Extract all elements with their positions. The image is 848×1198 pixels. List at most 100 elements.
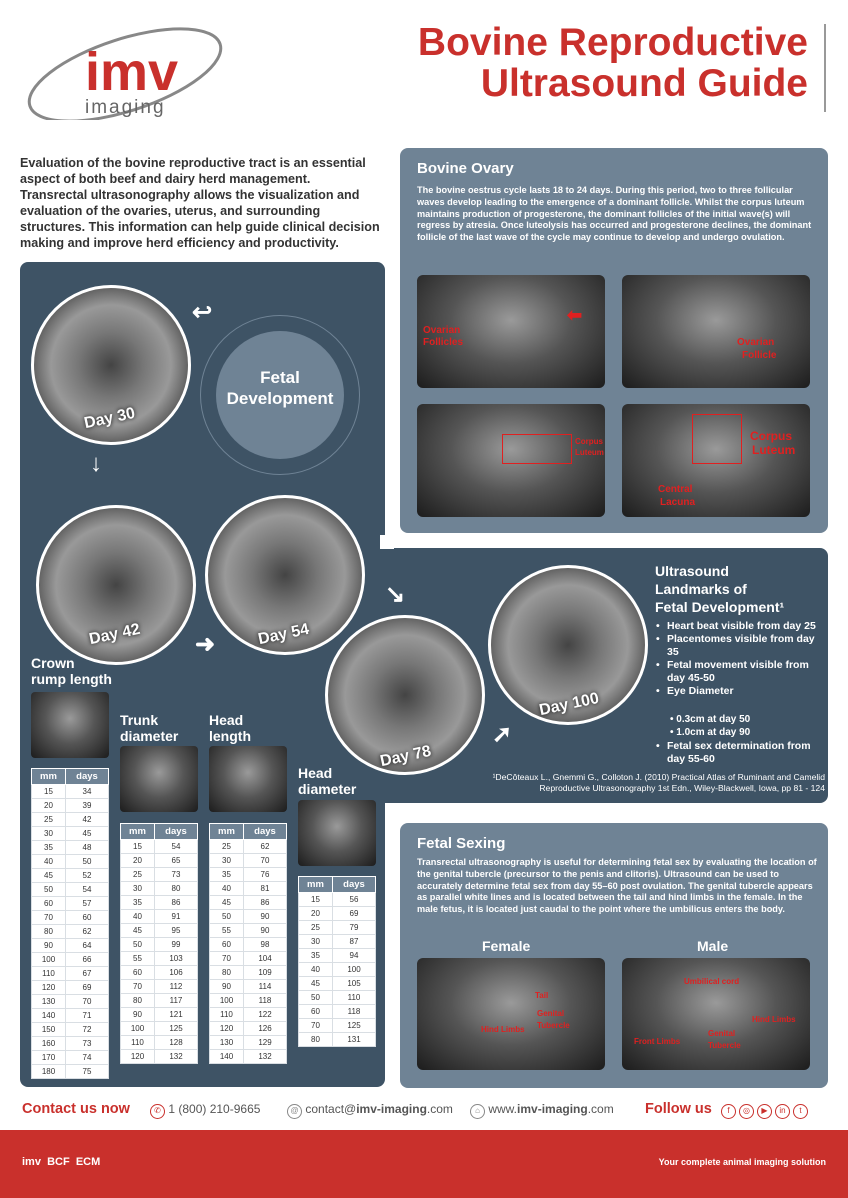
landmarks-title: Ultrasound Landmarks of Fetal Developmen…	[655, 563, 785, 615]
table-cell: 50	[64, 854, 110, 869]
fetal-development-label: Fetal Development	[216, 331, 344, 459]
table-cell: 69	[331, 906, 377, 921]
ovary-image-1: Ovarian Follicles ⬅	[417, 275, 605, 388]
headlen-title: Head length	[209, 712, 251, 744]
table-cell: 54	[153, 839, 199, 854]
table-cell: 110	[331, 990, 377, 1005]
instagram-icon[interactable]: ◎	[739, 1104, 754, 1119]
email-link[interactable]: @ contact@imv-imaging.com	[287, 1102, 453, 1119]
facebook-icon[interactable]: f	[721, 1104, 736, 1119]
table-cell: 60	[31, 896, 66, 911]
table-cell: 15	[120, 839, 155, 854]
table-cell: 125	[331, 1018, 377, 1033]
crown-title: Crown rump length	[31, 655, 112, 687]
table-cell: 73	[64, 1036, 110, 1051]
day78-scan: Day 78	[325, 615, 485, 775]
table-cell: 100	[209, 993, 244, 1008]
table-cell: 121	[153, 1007, 199, 1022]
table-cell: 105	[331, 976, 377, 991]
table-cell: 62	[64, 924, 110, 939]
table-cell: 25	[31, 812, 66, 827]
table-cell: 62	[242, 839, 288, 854]
red-arrow-icon: ⬅	[567, 305, 583, 325]
linkedin-icon[interactable]: in	[775, 1104, 790, 1119]
table-cell: 86	[153, 895, 199, 910]
table-cell: 106	[153, 965, 199, 980]
table-cell: 20	[120, 853, 155, 868]
table-cell: 130	[31, 994, 66, 1009]
table-cell: 40	[209, 881, 244, 896]
table-cell: 132	[153, 1049, 199, 1064]
table-cell: 76	[242, 867, 288, 882]
sexing-text: Transrectal ultrasonography is useful fo…	[417, 857, 817, 915]
follow-us-label: Follow us	[645, 1101, 712, 1117]
table-cell: 70	[120, 979, 155, 994]
table-cell: 70	[242, 853, 288, 868]
crown-image	[31, 692, 109, 758]
table-cell: 45	[209, 895, 244, 910]
table-cell: 87	[331, 934, 377, 949]
table-cell: 90	[31, 938, 66, 953]
table-cell: 86	[242, 895, 288, 910]
website-link[interactable]: ⌂ www.imv-imaging.com	[470, 1102, 614, 1119]
table-cell: 35	[120, 895, 155, 910]
table-cell: 100	[31, 952, 66, 967]
table-cell: 70	[31, 910, 66, 925]
table-cell: 80	[153, 881, 199, 896]
table-cell: 15	[31, 784, 66, 799]
ovary-image-4: Corpus Luteum Central Lacuna	[622, 404, 810, 517]
table-cell: 45	[120, 923, 155, 938]
table-header-cell: mm	[298, 876, 333, 893]
table-cell: 69	[64, 980, 110, 995]
arrow-down-right-icon: ↘	[385, 581, 406, 608]
table-cell: 40	[298, 962, 333, 977]
reference: ¹DeCôteaux L., Gnemmi G., Colloton J. (2…	[492, 772, 825, 793]
logo-text: imv	[85, 42, 178, 102]
table-cell: 55	[120, 951, 155, 966]
ovary-text: The bovine oestrus cycle lasts 18 to 24 …	[417, 185, 812, 243]
sexing-panel: Fetal Sexing Transrectal ultrasonography…	[400, 823, 828, 1088]
table-cell: 94	[331, 948, 377, 963]
table-cell: 25	[298, 920, 333, 935]
phone-link[interactable]: ✆ 1 (800) 210-9665	[150, 1102, 260, 1119]
table-cell: 30	[31, 826, 66, 841]
twitter-icon[interactable]: t	[793, 1104, 808, 1119]
table-header-cell: mm	[209, 823, 244, 840]
male-label: Male	[697, 938, 729, 954]
day54-scan: Day 54	[205, 495, 365, 655]
table-cell: 30	[120, 881, 155, 896]
table-cell: 128	[153, 1035, 199, 1050]
footer-tagline: Your complete animal imaging solution	[658, 1157, 826, 1167]
table-header-cell: days	[331, 876, 377, 893]
table-cell: 140	[31, 1008, 66, 1023]
table-cell: 64	[64, 938, 110, 953]
youtube-icon[interactable]: ▶	[757, 1104, 772, 1119]
table-cell: 52	[64, 868, 110, 883]
table-cell: 80	[120, 993, 155, 1008]
